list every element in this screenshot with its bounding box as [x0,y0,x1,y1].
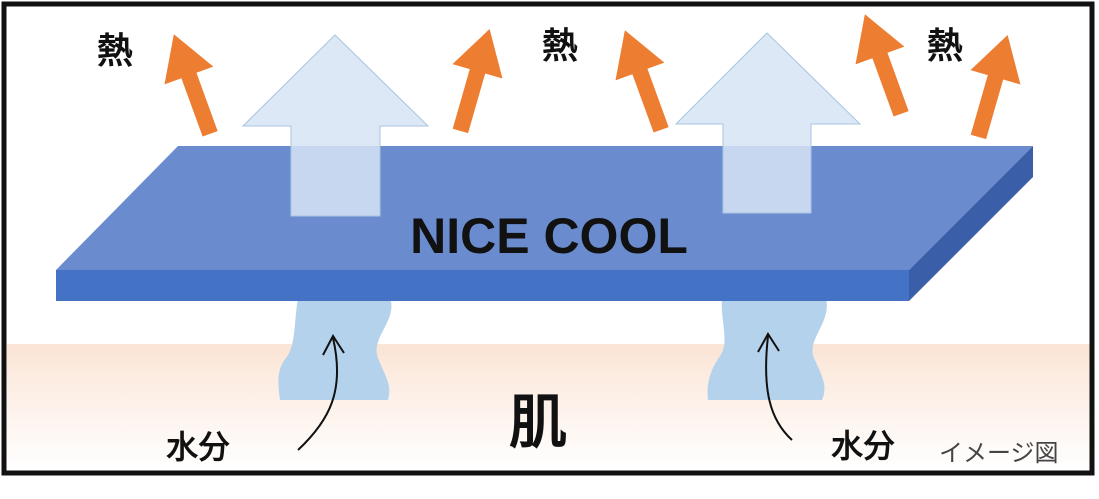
heat-arrow-2-icon [452,29,503,134]
heat-label-3: 熱 [927,26,963,67]
skin-surface-line [7,344,1092,356]
board-side-face [909,146,1033,301]
air-arrow-left-icon [241,34,430,217]
heat-arrow-3-icon [615,30,669,133]
moisture-arrow-right-icon [757,332,793,441]
moisture-label-left: 水分 [166,428,230,466]
moisture-arrow-left-icon [297,334,345,451]
moisture-label-right: 水分 [831,427,895,465]
heat-arrow-1-icon [164,34,218,137]
board-front-face [56,270,909,301]
diagram-frame [1,1,1095,476]
heat-label-2: 熱 [542,26,578,67]
heat-label-1: 熱 [97,31,133,72]
skin-label: 肌 [509,388,567,456]
heat-arrow-5-icon [970,35,1021,140]
skin-layer [7,344,1092,470]
heat-arrow-4-icon [855,14,909,117]
product-label: NICE COOL [410,208,688,264]
air-arrow-right-icon [674,32,862,214]
caption-label: イメージ図 [939,439,1059,467]
